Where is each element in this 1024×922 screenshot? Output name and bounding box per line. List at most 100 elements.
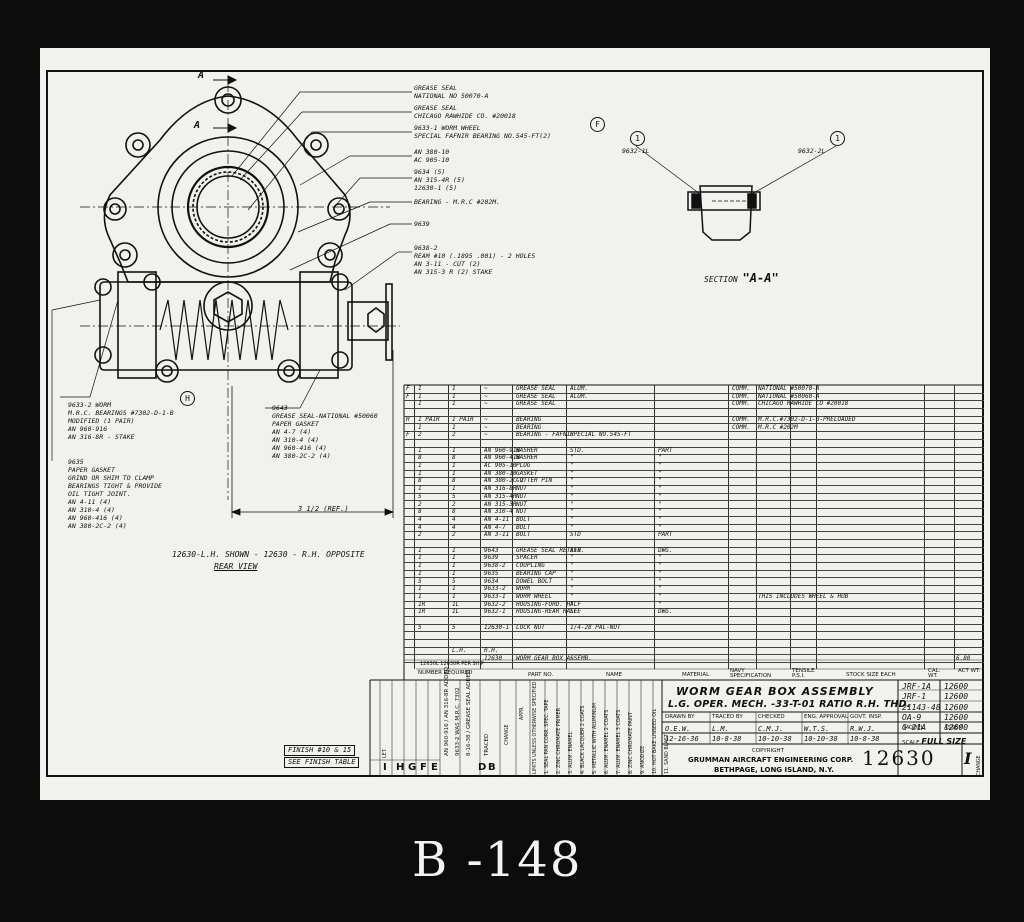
table-cell: " xyxy=(570,523,574,531)
table-cell: 9632-1 xyxy=(484,608,506,616)
table-cell: AN 4-7 xyxy=(484,523,506,531)
table-cell: THIS INCLUDES WHEEL & HUB xyxy=(758,592,849,600)
table-cell: 8 xyxy=(452,454,456,462)
title-role: DRAWN BY xyxy=(665,714,695,720)
table-cell: PLUG xyxy=(516,462,531,469)
table-cell: BOLT xyxy=(516,523,531,531)
part-no-header: PART NO. xyxy=(528,672,554,678)
table-cell: 1 xyxy=(418,569,422,577)
table-cell: BEARING xyxy=(516,423,542,431)
table-cell: WASHER xyxy=(516,454,538,462)
revision-letter: E xyxy=(431,762,439,773)
table-cell: 1 xyxy=(452,462,456,469)
table-cell: M.R.C.#7302-D-1-B-PRELOADED xyxy=(758,415,856,423)
table-cell: LOCK NUT xyxy=(516,623,545,631)
callout-section-left: 9632-1L xyxy=(622,147,650,155)
table-cell: 1 xyxy=(418,562,422,570)
table-cell: 9638-2 xyxy=(484,562,506,570)
table-cell: AN 380-2C-2 xyxy=(484,477,524,485)
drawing-title: WORM GEAR BOX ASSEMBLY xyxy=(676,685,874,698)
table-cell: NUT xyxy=(516,500,527,508)
finish-label: FINISH #10 & 15 xyxy=(284,745,356,756)
company-name: GRUMMAN AIRCRAFT ENGINEERING CORP. xyxy=(688,756,854,764)
title-date: 10-8-38 xyxy=(850,735,880,743)
table-cell: 5 xyxy=(418,623,422,631)
col-divider xyxy=(816,385,817,669)
table-cell: 9632-2 xyxy=(484,600,506,608)
act-wt-header: ACT WT. xyxy=(958,668,981,674)
table-cell: GREASE SEAL RETAIN. xyxy=(516,546,585,554)
title-name: R.W.J. xyxy=(850,724,876,733)
marker-1-right: 1 xyxy=(830,131,845,146)
table-cell: NUT xyxy=(516,485,527,493)
table-cell: 1 xyxy=(452,485,456,493)
table-row xyxy=(404,631,984,641)
table-cell: 1L xyxy=(452,608,460,616)
title-name: O.E.W. xyxy=(665,724,691,733)
applic-assem: 12600 xyxy=(944,723,969,733)
table-cell: STD. xyxy=(570,446,585,454)
calc-wt-header: CAL. WT. xyxy=(928,668,941,679)
revision-note-4: TRACED xyxy=(484,733,490,756)
title-role: CHECKED xyxy=(758,714,785,720)
revision-letter: F xyxy=(420,762,428,773)
table-cell: ~ xyxy=(570,654,574,662)
marker-h: H xyxy=(180,391,195,406)
table-cell: AC 905-10 xyxy=(484,462,517,469)
table-cell: 2 xyxy=(418,431,422,439)
table-cell: GREASE SEAL xyxy=(516,385,556,392)
revision-letter: D xyxy=(478,762,488,773)
marker-f: F xyxy=(590,117,605,132)
title-date: 12-16-36 xyxy=(665,735,699,743)
table-cell: AN 315-4R xyxy=(484,492,517,500)
callout-section-right: 9632-2L xyxy=(798,147,826,155)
table-cell: AN 315-3R xyxy=(484,500,517,508)
table-cell: " xyxy=(658,523,662,531)
table-cell: ~ xyxy=(484,400,488,408)
table-cell: ~ xyxy=(484,392,488,400)
table-cell: 1 xyxy=(418,462,422,469)
table-cell: 4 xyxy=(452,523,456,531)
table-cell: 1 xyxy=(418,446,422,454)
table-cell: COTTER PIN xyxy=(516,477,553,485)
applic-assem: 12600 xyxy=(944,682,969,691)
table-cell: 1 xyxy=(418,546,422,554)
table-cell: WASHER xyxy=(516,446,538,454)
finish-table-entry: 3. ALUM. ENAMEL xyxy=(569,731,574,774)
title-name: W.T.S. xyxy=(804,724,830,733)
view-caption-line1: 12630-L.H. SHOWN - 12630 - R.H. OPPOSITE xyxy=(172,550,365,559)
table-cell: COMM. xyxy=(732,400,751,408)
table-cell: GASKET xyxy=(516,469,538,477)
scale-box: SCALE FULL SIZE xyxy=(902,737,966,746)
table-cell: 8 xyxy=(418,477,422,485)
col-divider xyxy=(728,385,729,669)
table-cell: 12630-1 xyxy=(484,623,510,631)
table-cell: ~ xyxy=(484,423,488,431)
table-cell: SPACER xyxy=(516,554,538,562)
table-cell: 9635 xyxy=(484,569,499,577)
col-divider xyxy=(790,385,791,669)
table-cell: " xyxy=(658,454,662,462)
name-header: NAME xyxy=(606,672,623,678)
finish-table-note: SEE FINISH TABLE xyxy=(284,757,360,768)
table-cell: 1 xyxy=(452,469,456,477)
title-role: GOVT. INSP. xyxy=(850,714,882,720)
table-cell: 9634 xyxy=(484,577,499,585)
table-cell: DWG. xyxy=(658,546,673,554)
table-cell: H xyxy=(406,415,410,423)
